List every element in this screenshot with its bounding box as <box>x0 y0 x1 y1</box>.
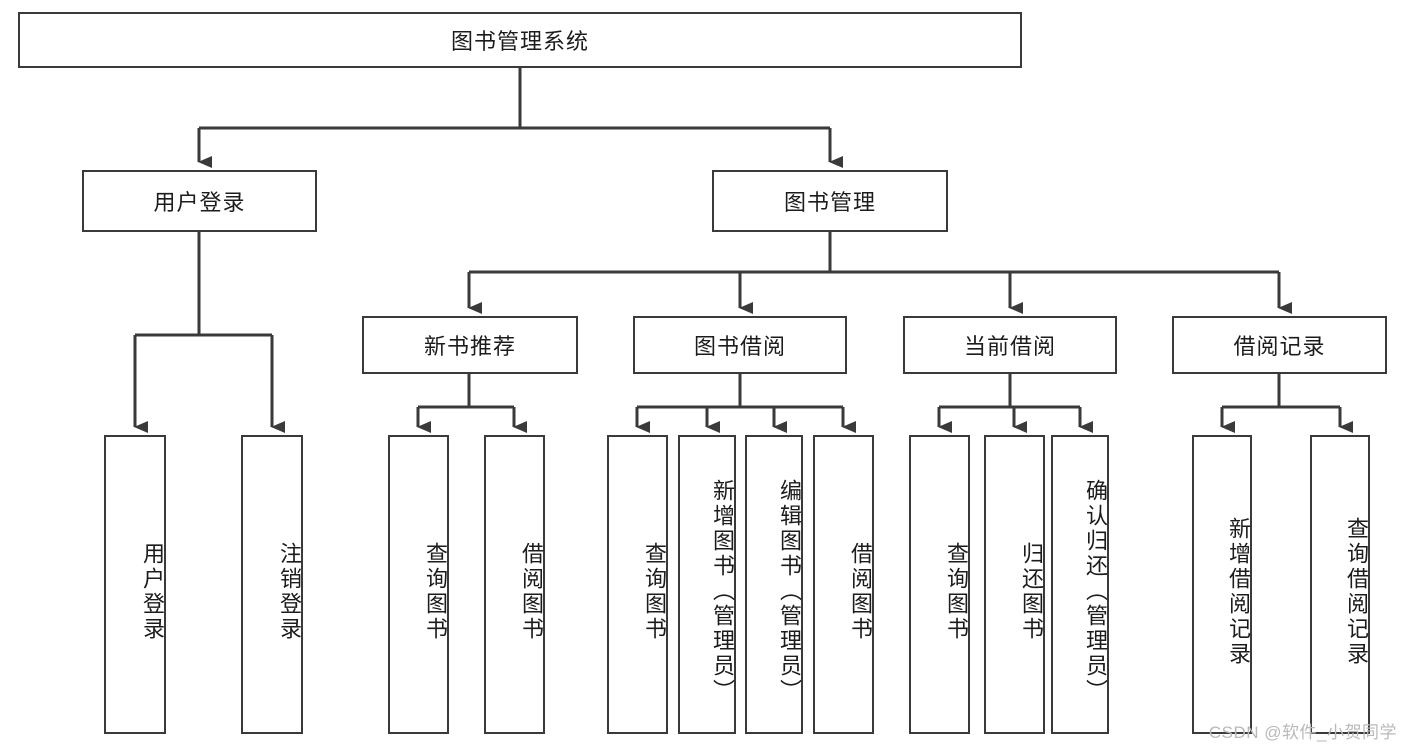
leaf-confirm-return-admin-label: 确认归还（管理员） <box>1083 479 1108 704</box>
node-current-borrow-label: 当前借阅 <box>963 334 1056 359</box>
leaf-query-book-newbook-label: 查询图书 <box>423 541 448 642</box>
node-current-borrow[interactable]: 当前借阅 <box>903 316 1117 374</box>
leaf-query-book-current-label: 查询图书 <box>944 541 969 642</box>
node-new-book-recommend-label: 新书推荐 <box>423 334 516 359</box>
node-borrow-record-label: 借阅记录 <box>1233 334 1326 359</box>
leaf-borrow-book-newbook[interactable]: 借阅图书 <box>484 435 545 734</box>
leaf-user-login-label: 用户登录 <box>140 541 165 642</box>
leaf-query-borrow-record-label: 查询借阅记录 <box>1344 516 1369 667</box>
node-new-book-recommend[interactable]: 新书推荐 <box>362 316 578 374</box>
leaf-return-book-label: 归还图书 <box>1019 541 1044 642</box>
leaf-query-book-current[interactable]: 查询图书 <box>909 435 970 734</box>
leaf-add-book-admin-label: 新增图书（管理员） <box>710 479 735 704</box>
node-user-login[interactable]: 用户登录 <box>82 170 317 232</box>
leaf-return-book[interactable]: 归还图书 <box>984 435 1045 734</box>
csdn-watermark: CSDN @软件_小贺同学 <box>1208 723 1397 742</box>
node-book-borrow[interactable]: 图书借阅 <box>633 316 847 374</box>
leaf-query-book-borrow[interactable]: 查询图书 <box>607 435 668 734</box>
leaf-add-book-admin[interactable]: 新增图书（管理员） <box>678 435 736 734</box>
node-book-borrow-label: 图书借阅 <box>693 334 786 359</box>
leaf-edit-book-admin[interactable]: 编辑图书（管理员） <box>745 435 803 734</box>
leaf-user-login[interactable]: 用户登录 <box>104 435 166 734</box>
node-borrow-record[interactable]: 借阅记录 <box>1172 316 1387 374</box>
leaf-add-borrow-record-label: 新增借阅记录 <box>1226 516 1251 667</box>
leaf-query-book-borrow-label: 查询图书 <box>642 541 667 642</box>
node-book-management[interactable]: 图书管理 <box>712 170 948 232</box>
leaf-logout[interactable]: 注销登录 <box>241 435 303 734</box>
leaf-query-book-newbook[interactable]: 查询图书 <box>388 435 449 734</box>
leaf-borrow-book[interactable]: 借阅图书 <box>813 435 874 734</box>
leaf-borrow-book-label: 借阅图书 <box>848 541 873 642</box>
node-user-login-label: 用户登录 <box>153 190 246 215</box>
node-root-label: 图书管理系统 <box>450 29 589 54</box>
leaf-confirm-return-admin[interactable]: 确认归还（管理员） <box>1051 435 1109 734</box>
node-root[interactable]: 图书管理系统 <box>18 12 1022 68</box>
leaf-add-borrow-record[interactable]: 新增借阅记录 <box>1192 435 1252 734</box>
leaf-logout-label: 注销登录 <box>277 541 302 642</box>
leaf-edit-book-admin-label: 编辑图书（管理员） <box>777 479 802 704</box>
leaf-query-borrow-record[interactable]: 查询借阅记录 <box>1310 435 1370 734</box>
leaf-borrow-book-newbook-label: 借阅图书 <box>519 541 544 642</box>
node-book-management-label: 图书管理 <box>783 190 876 215</box>
